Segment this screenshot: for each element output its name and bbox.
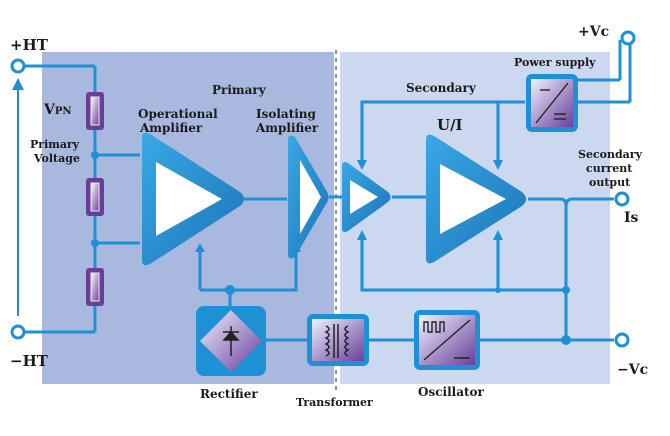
vpn-label: VPN — [43, 102, 72, 118]
iso-amp-label-line1: Isolating — [256, 107, 317, 121]
primary-voltage-label-line1: Primary — [30, 138, 80, 151]
diode-bridge-icon — [222, 326, 240, 356]
op-amp-label-line2: Amplifier — [139, 121, 203, 135]
wires — [24, 40, 632, 342]
receiver-amplifier — [342, 162, 391, 232]
rectifier-label: Rectifier — [200, 387, 258, 401]
transformer-coils-icon — [324, 324, 350, 358]
minus-ht-label: −HT — [10, 352, 49, 370]
secondary-output-label-line2: current — [586, 162, 633, 175]
rectifier-block — [196, 306, 266, 376]
is-label: Is — [624, 210, 639, 226]
dc-converter-icon — [535, 82, 569, 124]
ui-label: U/I — [437, 116, 463, 134]
power-supply-block — [526, 74, 578, 132]
power-supply-label: Power supply — [514, 56, 596, 69]
oscillator-block — [414, 310, 480, 370]
resistor-vpn — [86, 92, 104, 130]
oscillator-label: Oscillator — [418, 385, 485, 399]
secondary-output-label-line3: output — [589, 176, 631, 189]
terminals — [10, 30, 636, 348]
minus-vc-label: −Vc — [617, 362, 648, 378]
resistor-bottom — [86, 268, 104, 306]
resistor-middle — [86, 178, 104, 216]
secondary-label: Secondary — [406, 81, 477, 95]
iso-amp-label-line2: Amplifier — [255, 121, 319, 135]
square-wave-icon — [423, 319, 471, 361]
operational-amplifier — [142, 132, 244, 266]
isolating-amplifier — [288, 135, 329, 259]
plus-vc-label: +Vc — [578, 24, 609, 40]
transformer-block — [307, 314, 369, 366]
junction-dots — [91, 151, 571, 345]
secondary-output-label-line1: Secondary — [578, 148, 643, 161]
primary-label: Primary — [212, 83, 267, 97]
transformer-label: Transformer — [296, 396, 373, 409]
op-amp-label-line1: Operational — [138, 107, 218, 121]
primary-voltage-label-line2: Voltage — [33, 152, 80, 165]
plus-ht-label: +HT — [10, 36, 49, 54]
ui-amplifier — [426, 134, 526, 264]
